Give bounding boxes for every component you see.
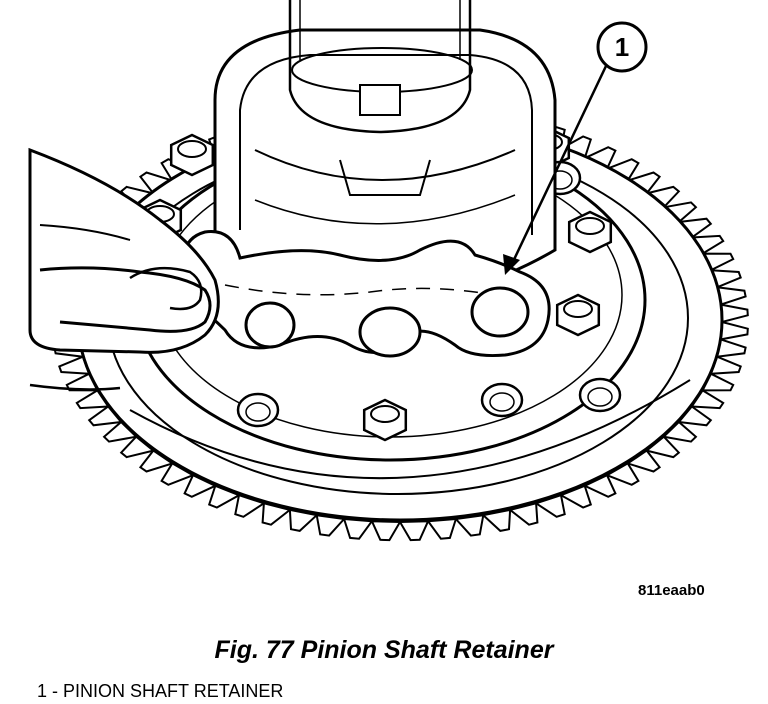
gear-tooth [342,517,374,540]
gear-tooth [507,502,539,526]
gear-tooth [234,493,267,518]
bolt-washer [575,217,605,235]
callout-1: 1 [503,21,648,275]
figure-caption: Fig. 77 Pinion Shaft Retainer [214,636,554,664]
figure-id-code: 811eaab0 [638,582,705,599]
bolt-washer [563,300,593,318]
gear-tooth [481,508,512,532]
case-hub [213,0,557,300]
gear-tooth [183,473,218,498]
gear-tooth [288,508,319,532]
gear-tooth [453,514,485,537]
bolt-washer [177,140,207,158]
gear-tooth [582,473,617,498]
hand [28,147,220,391]
pinion-shaft-retainer [181,230,551,358]
gear-tooth [604,462,640,486]
bolt-washer [370,405,400,423]
callout-1-leader [508,65,608,269]
gear-tooth [370,520,402,542]
gear-tooth [533,493,566,518]
gear-tooth [315,514,347,537]
gear-tooth [261,502,293,526]
gear-tooth [160,462,196,486]
gear-tooth [426,517,458,540]
bolt-hole-thread [245,402,271,422]
gear-tooth [207,484,242,509]
gear-tooth [398,520,430,542]
bolt-hole-thread [489,392,515,412]
callout-1-number: 1 [615,32,629,62]
legend-item-1: 1 - PINION SHAFT RETAINER [37,681,284,701]
callout-1-arrowhead [503,254,520,275]
pinion-shaft-retainer-illustration: 1 [28,0,749,542]
bolt-hole-thread [587,387,613,407]
gear-tooth [558,484,593,509]
